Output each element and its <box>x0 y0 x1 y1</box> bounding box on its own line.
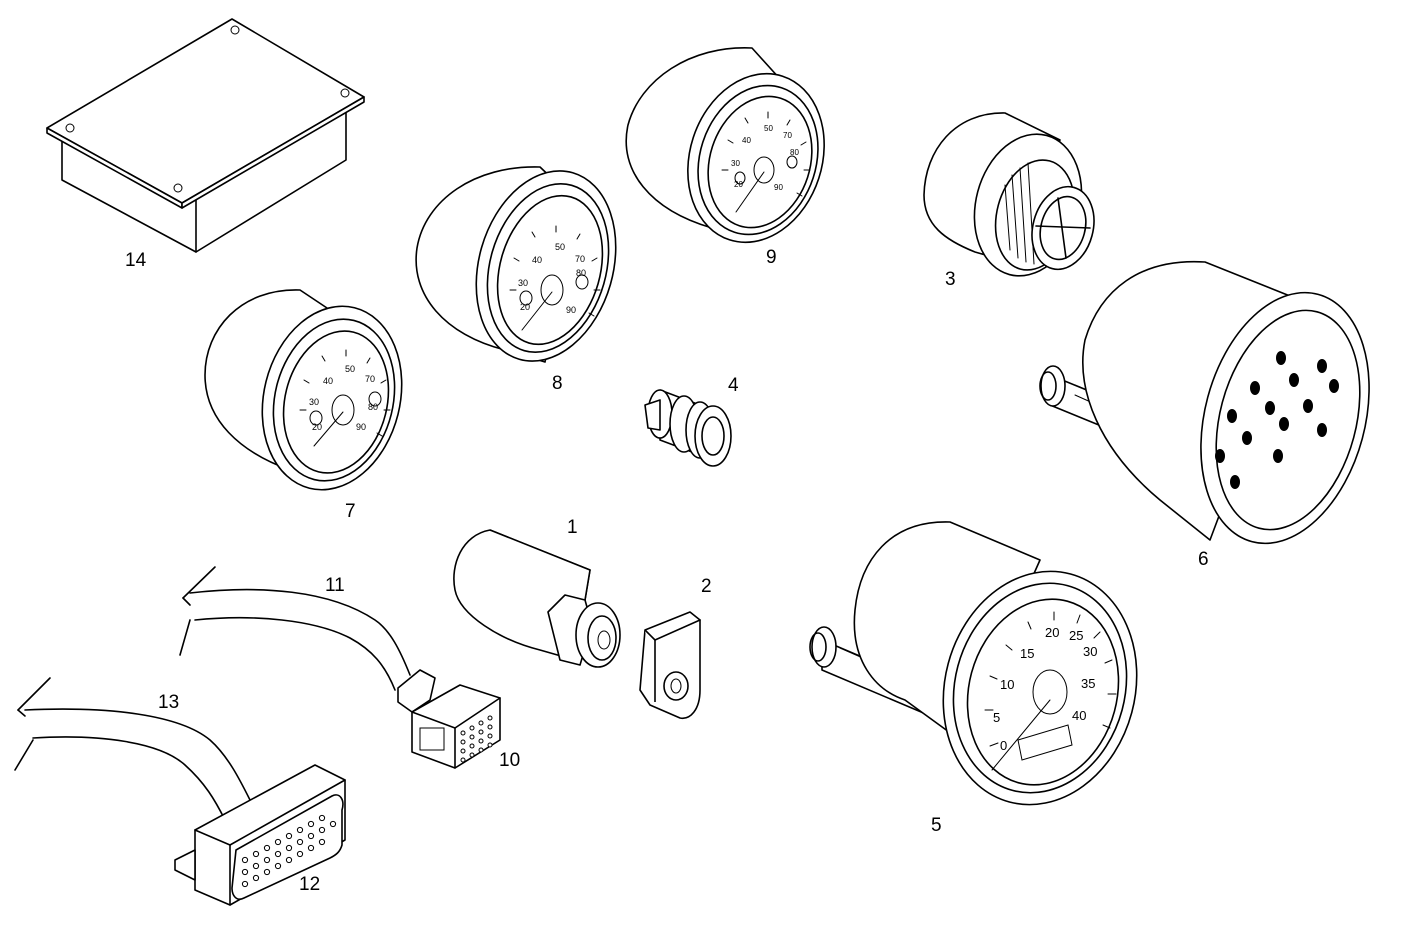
part-8-dial-label: 70 <box>575 254 585 264</box>
part-12-pin-grid <box>241 814 337 888</box>
part-5-dial-ticks <box>984 611 1117 747</box>
part-8-dial-label: 20 <box>520 302 530 312</box>
part-9-dial-label: 40 <box>742 136 751 145</box>
part-1-sender <box>453 529 621 668</box>
part-9-dial-label: 30 <box>731 159 740 168</box>
part-8-dial-label: 30 <box>518 278 528 288</box>
part-9-dial-ticks <box>721 111 811 197</box>
part-13-harness <box>14 677 251 821</box>
part-14-control-module <box>46 18 365 253</box>
part-5-dial-label: 0 <box>1000 738 1007 753</box>
part-7-dial-label: 50 <box>345 364 355 374</box>
part-7-dial-label: 40 <box>323 376 333 386</box>
part-8-small-gauge: 20 30 40 50 70 80 90 <box>415 166 617 363</box>
part-9-dial-label: 80 <box>790 148 799 157</box>
part-5-dial-label: 40 <box>1072 708 1086 723</box>
callout-10: 10 <box>499 750 520 771</box>
callout-2: 2 <box>701 576 712 597</box>
part-8-dial-label: 40 <box>532 255 542 265</box>
part-9-dial-label: 90 <box>774 183 783 192</box>
part-9-dial-label: 70 <box>783 131 792 140</box>
part-5-dial-label: 10 <box>1000 677 1014 692</box>
part-5-dial-label: 5 <box>993 710 1000 725</box>
callout-14: 14 <box>125 250 147 271</box>
part-7-dial-label: 20 <box>312 422 322 432</box>
callout-12: 12 <box>299 874 320 895</box>
part-8-dial-ticks <box>509 225 601 317</box>
callout-8: 8 <box>552 373 563 394</box>
part-6-pin-holes <box>1215 351 1339 489</box>
part-8-dial-label: 50 <box>555 242 565 252</box>
part-7-dial-ticks <box>299 349 391 437</box>
part-7-dial-label: 70 <box>365 374 375 384</box>
part-3-buzzer <box>923 112 1095 277</box>
part-2-sensor-clip <box>639 611 701 719</box>
part-12-connector <box>174 764 346 906</box>
part-5-speedometer: 0 5 10 15 20 25 30 35 40 <box>809 521 1138 806</box>
part-8-dial-label: 80 <box>576 268 586 278</box>
part-5-dial-label: 35 <box>1081 676 1095 691</box>
callout-9: 9 <box>766 247 777 268</box>
callout-11: 11 <box>325 575 345 596</box>
part-6-large-gauge-rear <box>1039 260 1370 545</box>
part-5-dial-label: 20 <box>1045 625 1059 640</box>
part-7-dial-label: 80 <box>368 402 378 412</box>
callout-7: 7 <box>345 501 356 522</box>
callout-1: 1 <box>567 517 578 538</box>
callout-4: 4 <box>728 375 739 396</box>
part-10-pin-grid <box>460 715 493 763</box>
part-11-harness <box>179 566 436 713</box>
part-7-dial-label: 30 <box>309 397 319 407</box>
part-10-latch <box>419 727 445 751</box>
part-9-dial-label: 50 <box>764 124 773 133</box>
callout-6: 6 <box>1198 549 1209 570</box>
part-7-small-gauge: 20 30 40 50 70 80 90 <box>204 289 403 491</box>
part-5-dial-label: 30 <box>1083 644 1097 659</box>
part-5-dial-label: 15 <box>1020 646 1034 661</box>
callout-5: 5 <box>931 815 942 836</box>
part-4-lamp <box>644 389 732 467</box>
part-5-dial-label: 25 <box>1069 628 1083 643</box>
part-9-dial-label: 20 <box>734 180 743 189</box>
part-5-odometer-window <box>1017 724 1073 761</box>
callout-labels: 1 2 3 4 5 6 7 8 9 10 11 12 13 14 <box>125 247 1209 895</box>
part-9-small-gauge: 20 30 40 50 70 80 90 <box>625 47 825 244</box>
part-10-connector <box>411 684 501 769</box>
part-7-dial-label: 90 <box>356 422 366 432</box>
callout-3: 3 <box>945 269 956 290</box>
part-8-dial-label: 90 <box>566 305 576 315</box>
callout-13: 13 <box>158 692 179 713</box>
